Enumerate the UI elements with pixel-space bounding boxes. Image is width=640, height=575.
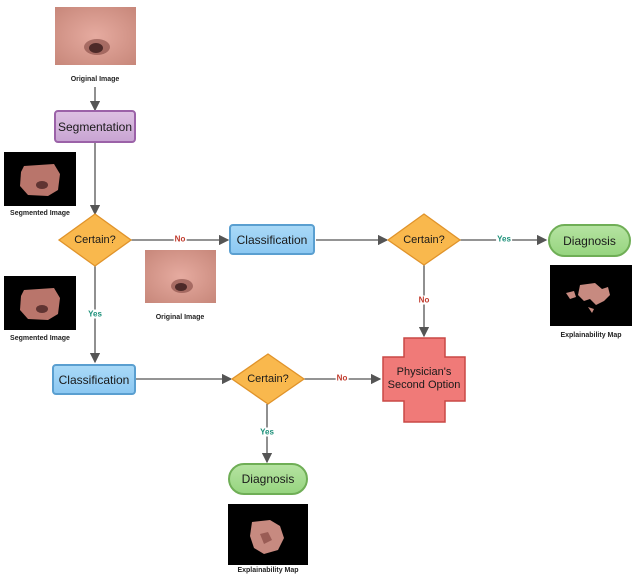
caption-segmented-1: Segmented Image (10, 210, 70, 217)
decision-label-1: Certain? (74, 234, 116, 246)
caption-original-top: Original Image (70, 76, 120, 83)
caption-original-mid: Original Image (155, 314, 205, 321)
segmented-image-2 (4, 276, 76, 330)
edge-label-yes-3: Yes (259, 427, 275, 437)
segmentation-node: Segmentation (54, 110, 136, 143)
explainability-map-1 (550, 265, 632, 326)
decision-label-2: Certain? (403, 234, 445, 246)
original-image-mid (145, 250, 216, 303)
decision-label-3: Certain? (247, 373, 289, 385)
physician-node-label: Physician's Second Option (388, 366, 461, 392)
classification-node-1: Classification (229, 224, 315, 255)
edge-label-no-2: No (417, 295, 431, 305)
decision-diamond-3 (230, 353, 306, 405)
caption-explainability-1: Explainability Map (560, 332, 622, 339)
decision-diamond-1 (57, 213, 133, 267)
diagnosis-node-1: Diagnosis (548, 224, 631, 257)
explainability-map-2 (228, 504, 308, 565)
original-image-top (55, 7, 136, 65)
caption-segmented-2: Segmented Image (10, 335, 70, 342)
edge-label-yes-1: Yes (496, 234, 512, 244)
physician-cross-shape (382, 337, 466, 423)
edge-label-no-1: No (173, 234, 187, 244)
decision-diamond-2 (386, 213, 462, 266)
physician-line-1: Physician's (396, 366, 452, 378)
segmented-image-1 (4, 152, 76, 206)
edge-label-yes-2: Yes (87, 309, 103, 319)
caption-explainability-2: Explainability Map (237, 567, 299, 574)
physician-line-2: Second Option (387, 379, 461, 391)
edge-label-no-3: No (335, 373, 349, 383)
classification-node-2: Classification (52, 364, 136, 395)
diagnosis-node-2: Diagnosis (228, 463, 308, 495)
